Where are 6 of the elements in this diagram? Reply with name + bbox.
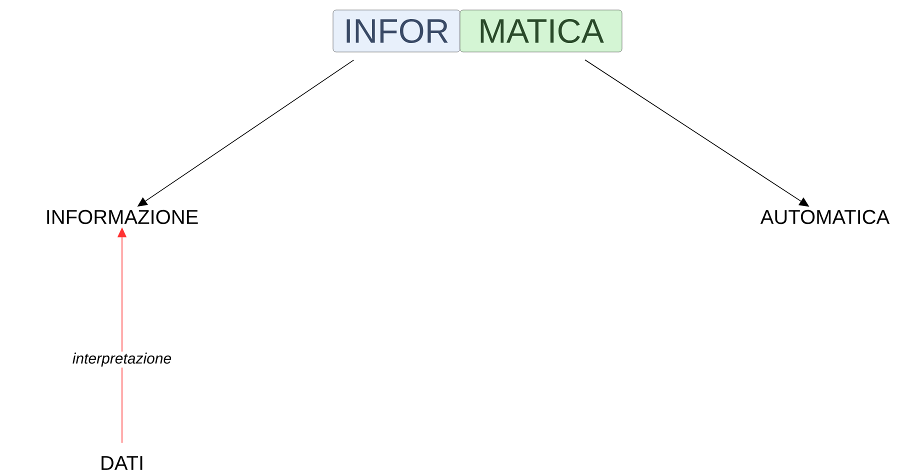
title-box: INFOR: [332, 10, 460, 52]
concept-label: AUTOMATICA: [760, 210, 890, 224]
edge-label: interpretazione: [71, 352, 173, 368]
title-box: MATICA: [460, 10, 622, 52]
concept-label: DATI: [102, 456, 142, 470]
concept-label: INFORMAZIONE: [47, 210, 198, 224]
